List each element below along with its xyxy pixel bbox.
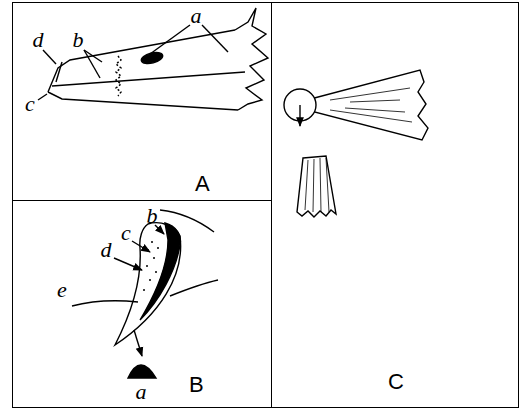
egg-tooth xyxy=(56,62,62,82)
leader-line xyxy=(43,50,56,64)
part-letter: d xyxy=(33,29,44,51)
part-letter: c xyxy=(25,93,35,115)
beak-drawing xyxy=(38,8,268,110)
claw-sole xyxy=(128,365,156,378)
part-letter: b xyxy=(147,205,158,227)
feather-hatch xyxy=(330,88,412,122)
leader-line xyxy=(84,50,100,78)
leader-line xyxy=(202,25,228,52)
leader-line xyxy=(38,94,47,100)
leader-arrow xyxy=(134,330,142,356)
stipple-dot xyxy=(151,241,153,243)
part-letter: c xyxy=(121,222,131,244)
direction-arrow xyxy=(299,105,300,126)
beak-upper-outline xyxy=(48,30,235,92)
leader-arrow xyxy=(114,258,142,270)
part-letter: a xyxy=(136,381,147,403)
stipple-dot xyxy=(143,289,145,291)
stipple-dot xyxy=(153,257,155,259)
stipple-dot xyxy=(157,247,159,249)
claw-drawing xyxy=(72,210,218,378)
part-letter: d xyxy=(101,239,112,261)
panel-letter: C xyxy=(388,371,404,393)
claw xyxy=(115,223,181,345)
skin-fold xyxy=(170,280,218,296)
leader-arrow xyxy=(132,241,150,252)
panel-box: C xyxy=(271,2,519,408)
skin-fold xyxy=(72,301,138,306)
part-letter: b xyxy=(73,29,84,51)
beak-commissure xyxy=(52,72,245,86)
feather-drawing xyxy=(284,70,428,217)
part-letter: a xyxy=(191,5,202,27)
fragment-hatch xyxy=(305,158,329,212)
feather-edge xyxy=(235,8,268,110)
stipple-dot xyxy=(146,265,148,267)
feather-vane xyxy=(303,70,428,140)
stipple-dot xyxy=(155,271,157,273)
leader-line xyxy=(150,25,190,54)
panel-letter: B xyxy=(189,374,204,396)
feather-fragment xyxy=(297,156,336,217)
stipple-dot xyxy=(149,279,151,281)
panel-box: A xyxy=(12,2,272,201)
claw-dorsal-plate xyxy=(140,223,180,320)
dotted-suture xyxy=(116,56,121,96)
panel-box: B xyxy=(12,200,272,408)
panel-letter: A xyxy=(195,173,210,195)
beak-lower-outline xyxy=(48,92,238,110)
part-letter: e xyxy=(57,279,67,301)
